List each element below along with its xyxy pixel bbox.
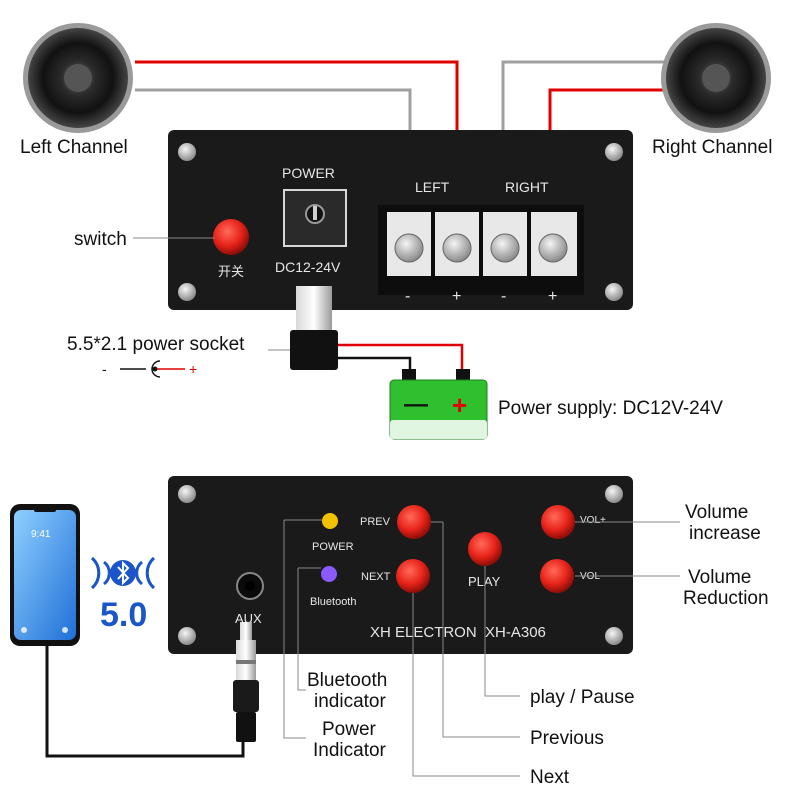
power-supply-label: Power supply: DC12V-24V: [498, 398, 723, 419]
brand-label: XH ELECTRON XH-A306: [370, 624, 546, 641]
svg-text:+: +: [452, 390, 467, 420]
smartphone: 9:41: [10, 504, 80, 646]
svg-text:+: +: [189, 361, 197, 377]
aux-cable: [45, 646, 245, 758]
terminal-polarity-4: +: [548, 288, 557, 305]
power-label: POWER: [282, 165, 335, 181]
terminal-polarity-1: -: [405, 288, 410, 305]
volume-reduction-callout-1: Volume: [688, 567, 751, 588]
volume-reduction-callout-2: Reduction: [683, 588, 769, 609]
play-label: PLAY: [468, 574, 501, 589]
panel-screws-top: [178, 143, 623, 301]
callout-lines: [283, 520, 680, 777]
power-indicator-callout-1: Power: [322, 719, 377, 740]
battery-icon: — +: [389, 369, 488, 440]
left-speaker: [23, 23, 133, 133]
power-indicator-callout-2: Indicator: [313, 740, 387, 761]
volume-increase-callout-1: Volume: [685, 502, 748, 523]
panel-screws-bottom: [178, 485, 623, 645]
left-channel-label: Left Channel: [20, 137, 128, 158]
callout-connectors: [284, 519, 443, 569]
bluetooth-icon: [90, 556, 156, 590]
terminal-polarity-2: +: [452, 288, 461, 305]
volume-down-button[interactable]: [540, 559, 574, 593]
previous-callout: Previous: [530, 728, 604, 749]
bluetooth-version: 5.0: [100, 596, 147, 634]
svg-text:-: -: [102, 361, 107, 377]
socket-callout: 5.5*2.1 power socket: [67, 334, 245, 355]
switch-callout: switch: [74, 229, 127, 250]
next-callout: Next: [530, 767, 570, 788]
power-led: [322, 513, 338, 529]
power-wire-black: [338, 356, 412, 375]
aux-jack[interactable]: [236, 572, 264, 600]
power-switch[interactable]: [213, 219, 249, 255]
svg-text:9:41: 9:41: [31, 529, 51, 540]
dc-jack: [283, 189, 347, 247]
dc-voltage-label: DC12-24V: [275, 259, 341, 275]
bluetooth-indicator-callout-2: indicator: [314, 691, 386, 712]
next-label: NEXT: [361, 571, 391, 583]
power-wire-red: [338, 343, 464, 375]
terminal-polarity-3: -: [501, 288, 506, 305]
bluetooth-led-label: Bluetooth: [310, 596, 356, 608]
play-button[interactable]: [468, 532, 502, 566]
left-terminal-label: LEFT: [415, 179, 450, 195]
prev-label: PREV: [360, 516, 391, 528]
svg-text:—: —: [404, 391, 428, 418]
volume-up-button[interactable]: [541, 505, 575, 539]
play-pause-callout: play / Pause: [530, 687, 635, 708]
dc-plug: [290, 286, 338, 370]
vol-plus-label: VOL+: [580, 515, 606, 526]
bluetooth-led: [321, 566, 337, 582]
right-terminal-label: RIGHT: [505, 179, 549, 195]
switch-cn-label: 开关: [218, 264, 244, 279]
bluetooth-indicator-callout-1: Bluetooth: [307, 670, 387, 691]
power-led-label: POWER: [312, 541, 354, 553]
right-speaker: [661, 23, 771, 133]
volume-increase-callout-2: increase: [689, 523, 761, 544]
terminal-screws: [394, 233, 568, 263]
next-button[interactable]: [396, 559, 430, 593]
socket-polarity-symbol: - +: [102, 360, 197, 378]
right-channel-label: Right Channel: [652, 137, 772, 158]
aux-plug: [233, 622, 259, 742]
prev-button[interactable]: [397, 505, 431, 539]
